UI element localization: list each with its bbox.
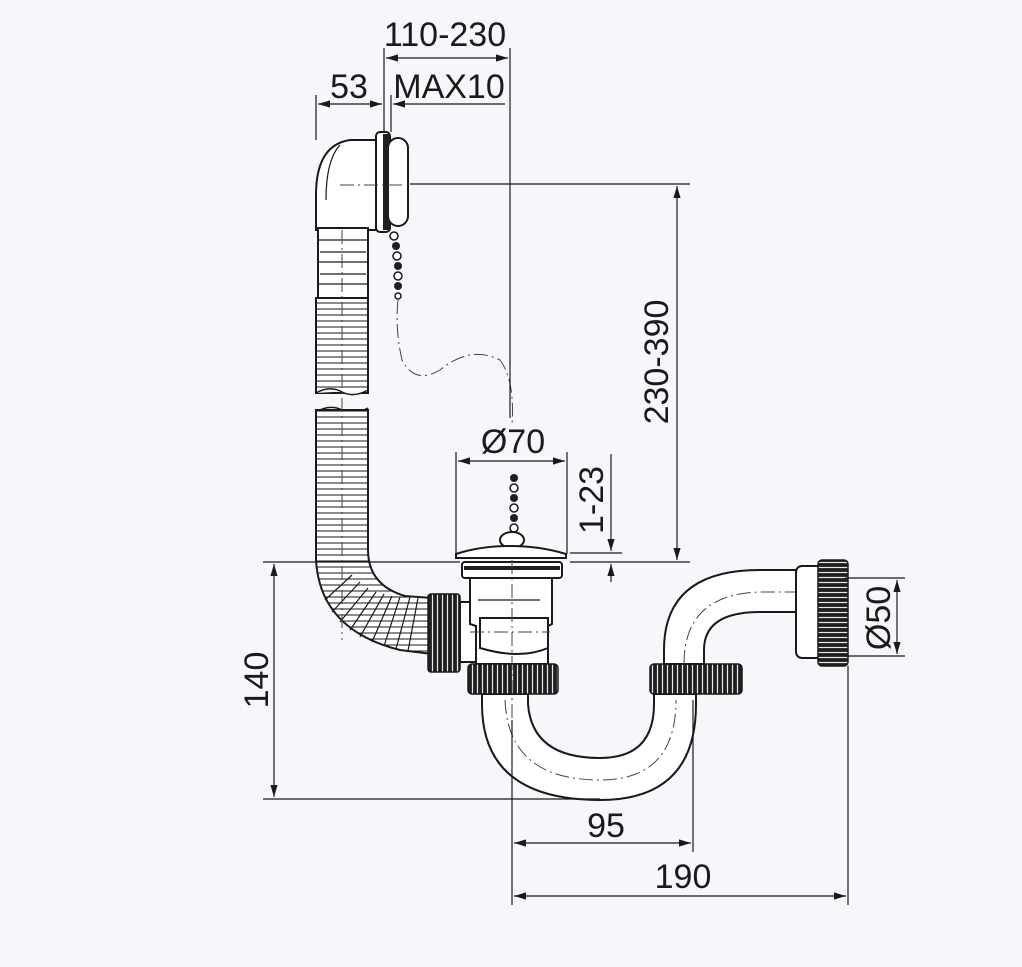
overflow-chain xyxy=(389,231,513,426)
dim-plug-thickness: 1-23 xyxy=(573,466,611,534)
dimension-lines xyxy=(270,54,901,900)
dim-overflow-range: 110-230 xyxy=(384,16,506,54)
overflow-spigot xyxy=(317,227,369,299)
plug-assembly xyxy=(455,474,567,665)
overflow-assembly xyxy=(315,131,513,426)
inlet-nut xyxy=(427,593,461,673)
extension-lines xyxy=(263,48,905,905)
outlet-arc xyxy=(663,569,801,665)
plug xyxy=(455,544,567,559)
dim-trap-height: 140 xyxy=(238,652,276,709)
dim-height-range: 230-390 xyxy=(638,300,676,425)
dim-total-width: 190 xyxy=(655,858,712,896)
dim-trap-spacing: 95 xyxy=(587,807,625,845)
dim-overflow-offset: 53 xyxy=(330,68,368,106)
dim-outlet-diameter: Ø50 xyxy=(860,586,898,650)
dim-plug-diameter: Ø70 xyxy=(481,423,545,461)
overflow-hose-lower xyxy=(315,409,433,656)
center-lines xyxy=(340,184,550,720)
s-trap xyxy=(467,559,849,802)
trap-nut-right xyxy=(649,663,743,695)
outlet-nut xyxy=(817,559,849,667)
trap-nut-left xyxy=(467,663,559,695)
dim-overflow-max: MAX10 xyxy=(393,68,505,106)
u-bend xyxy=(481,693,697,802)
